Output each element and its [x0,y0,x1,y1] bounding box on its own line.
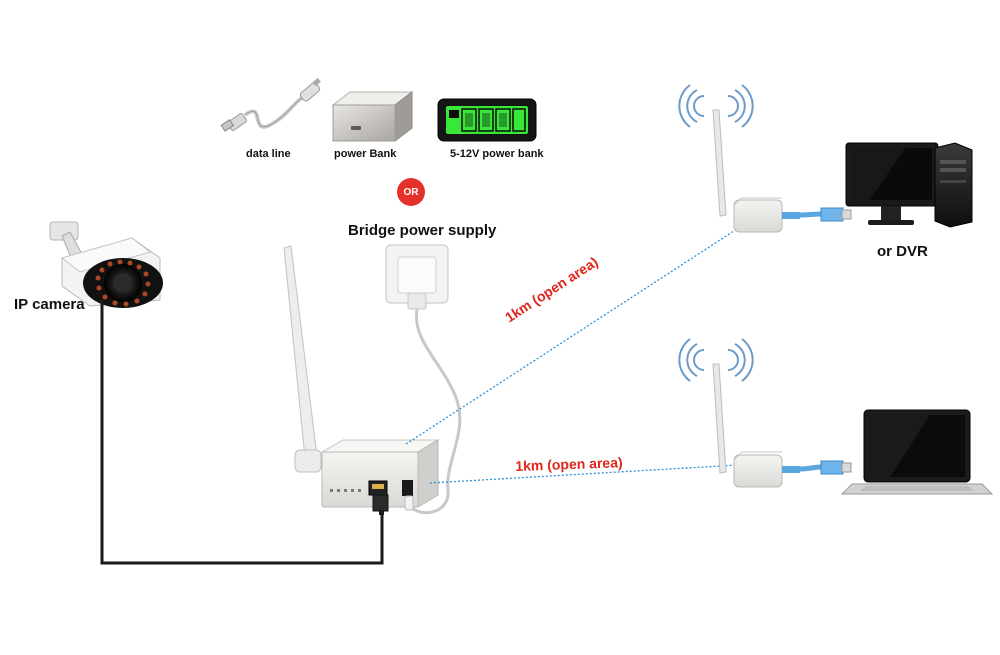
power-cable [411,308,462,515]
data-line-icon [220,77,321,132]
power-bank-label: power Bank [334,148,397,160]
desktop-pc-icon [845,142,973,228]
ip-camera-icon [49,221,163,308]
remote-bridge-bottom [712,363,852,488]
wifi-signal-icon [678,84,754,128]
power-bank-icon [331,90,414,143]
laptop-icon [840,409,994,495]
wall-adapter-icon [385,244,449,310]
wireless-link-top [405,226,741,445]
data-line-label: data line [246,148,291,160]
ip-camera-label: IP camera [14,296,85,313]
camera-cable [100,300,384,565]
or-badge: OR [397,178,425,206]
bridge-supply-label: Bridge power supply [348,222,497,239]
power-bank-12v-label: 5-12V power bank [450,148,544,160]
remote-bridge-top [712,109,852,233]
or-dvr-label: or DVR [877,243,928,260]
wireless-link-bottom [429,464,739,484]
bridge-device-icon [283,245,440,515]
battery-pack-icon [437,98,537,142]
wifi-signal-icon [678,338,754,382]
